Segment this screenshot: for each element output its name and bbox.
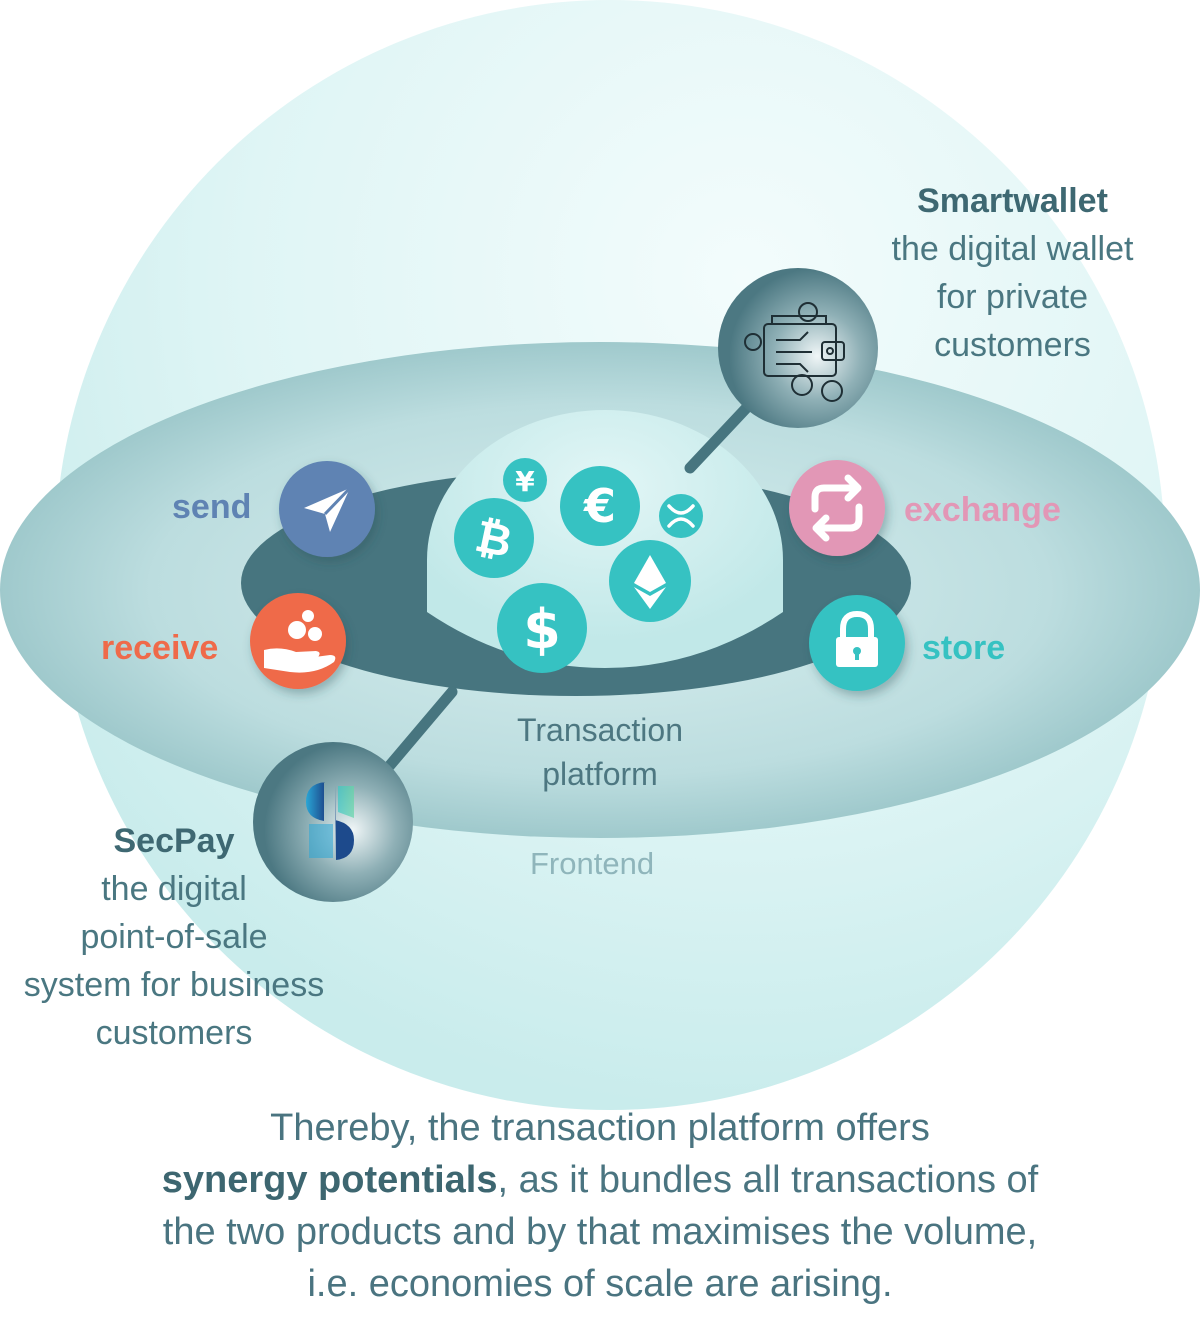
svg-text:¥: ¥ xyxy=(515,465,535,498)
send-label: send xyxy=(172,488,252,526)
svg-text:$: $ xyxy=(523,598,561,661)
smartwallet-line-2: for private xyxy=(936,278,1089,316)
frontend-label: Frontend xyxy=(530,846,655,881)
secpay-title: SecPay xyxy=(113,822,235,860)
secpay-logo-icon xyxy=(306,782,354,860)
receive-label: receive xyxy=(101,629,219,667)
exchange-label: exchange xyxy=(904,491,1061,529)
swap-arrows-icon xyxy=(811,474,863,542)
ripple-coin-icon xyxy=(659,494,703,538)
bitcoin-coin-icon: ₿ xyxy=(454,498,534,578)
platform-label-line-2: platform xyxy=(542,756,658,792)
secpay-circle xyxy=(253,742,413,902)
summary-text: Thereby, the transaction platform offers… xyxy=(60,1102,1140,1310)
summary-line-2: synergy potentials, as it bundles all tr… xyxy=(60,1154,1140,1206)
hand-with-coins-icon xyxy=(264,610,336,673)
platform-label: Transaction platform xyxy=(490,708,710,796)
store-label: store xyxy=(922,629,1006,667)
smartwallet-connector xyxy=(684,396,758,474)
platform-label-line-1: Transaction xyxy=(517,712,683,748)
receive-button-circle xyxy=(250,593,346,689)
summary-line-3: the two products and by that maximises t… xyxy=(162,1211,1038,1253)
secpay-description: SecPay the digital point-of-sale system … xyxy=(0,817,348,1057)
secpay-line-3: system for business xyxy=(23,966,325,1004)
secpay-line-4: customers xyxy=(95,1014,253,1052)
smartwallet-description: Smartwallet the digital wallet for priva… xyxy=(840,177,1185,369)
svg-text:€: € xyxy=(583,479,616,533)
digital-wallet-icon xyxy=(744,302,845,402)
dollar-coin-icon: $ xyxy=(497,583,587,673)
secpay-line-1: the digital xyxy=(101,870,247,908)
synergy-highlight: synergy potentials xyxy=(161,1159,498,1201)
smartwallet-title: Smartwallet xyxy=(917,182,1108,220)
euro-coin-icon: € xyxy=(560,466,640,546)
summary-line-2-rest: , as it bundles all transactions of xyxy=(497,1159,1039,1201)
ethereum-coin-icon xyxy=(609,540,691,622)
exchange-button-circle xyxy=(789,460,885,556)
summary-line-1: Thereby, the transaction platform offers xyxy=(270,1107,930,1149)
smartwallet-circle xyxy=(718,268,878,428)
paper-plane-icon xyxy=(304,486,352,532)
padlock-icon xyxy=(836,610,878,667)
secpay-line-2: point-of-sale xyxy=(80,918,268,956)
secpay-connector xyxy=(380,686,458,776)
yen-coin-icon: ¥ xyxy=(503,458,547,502)
smartwallet-line-3: customers xyxy=(934,326,1091,364)
summary-line-4: i.e. economies of scale are arising. xyxy=(307,1263,893,1305)
smartwallet-line-1: the digital wallet xyxy=(891,230,1134,268)
